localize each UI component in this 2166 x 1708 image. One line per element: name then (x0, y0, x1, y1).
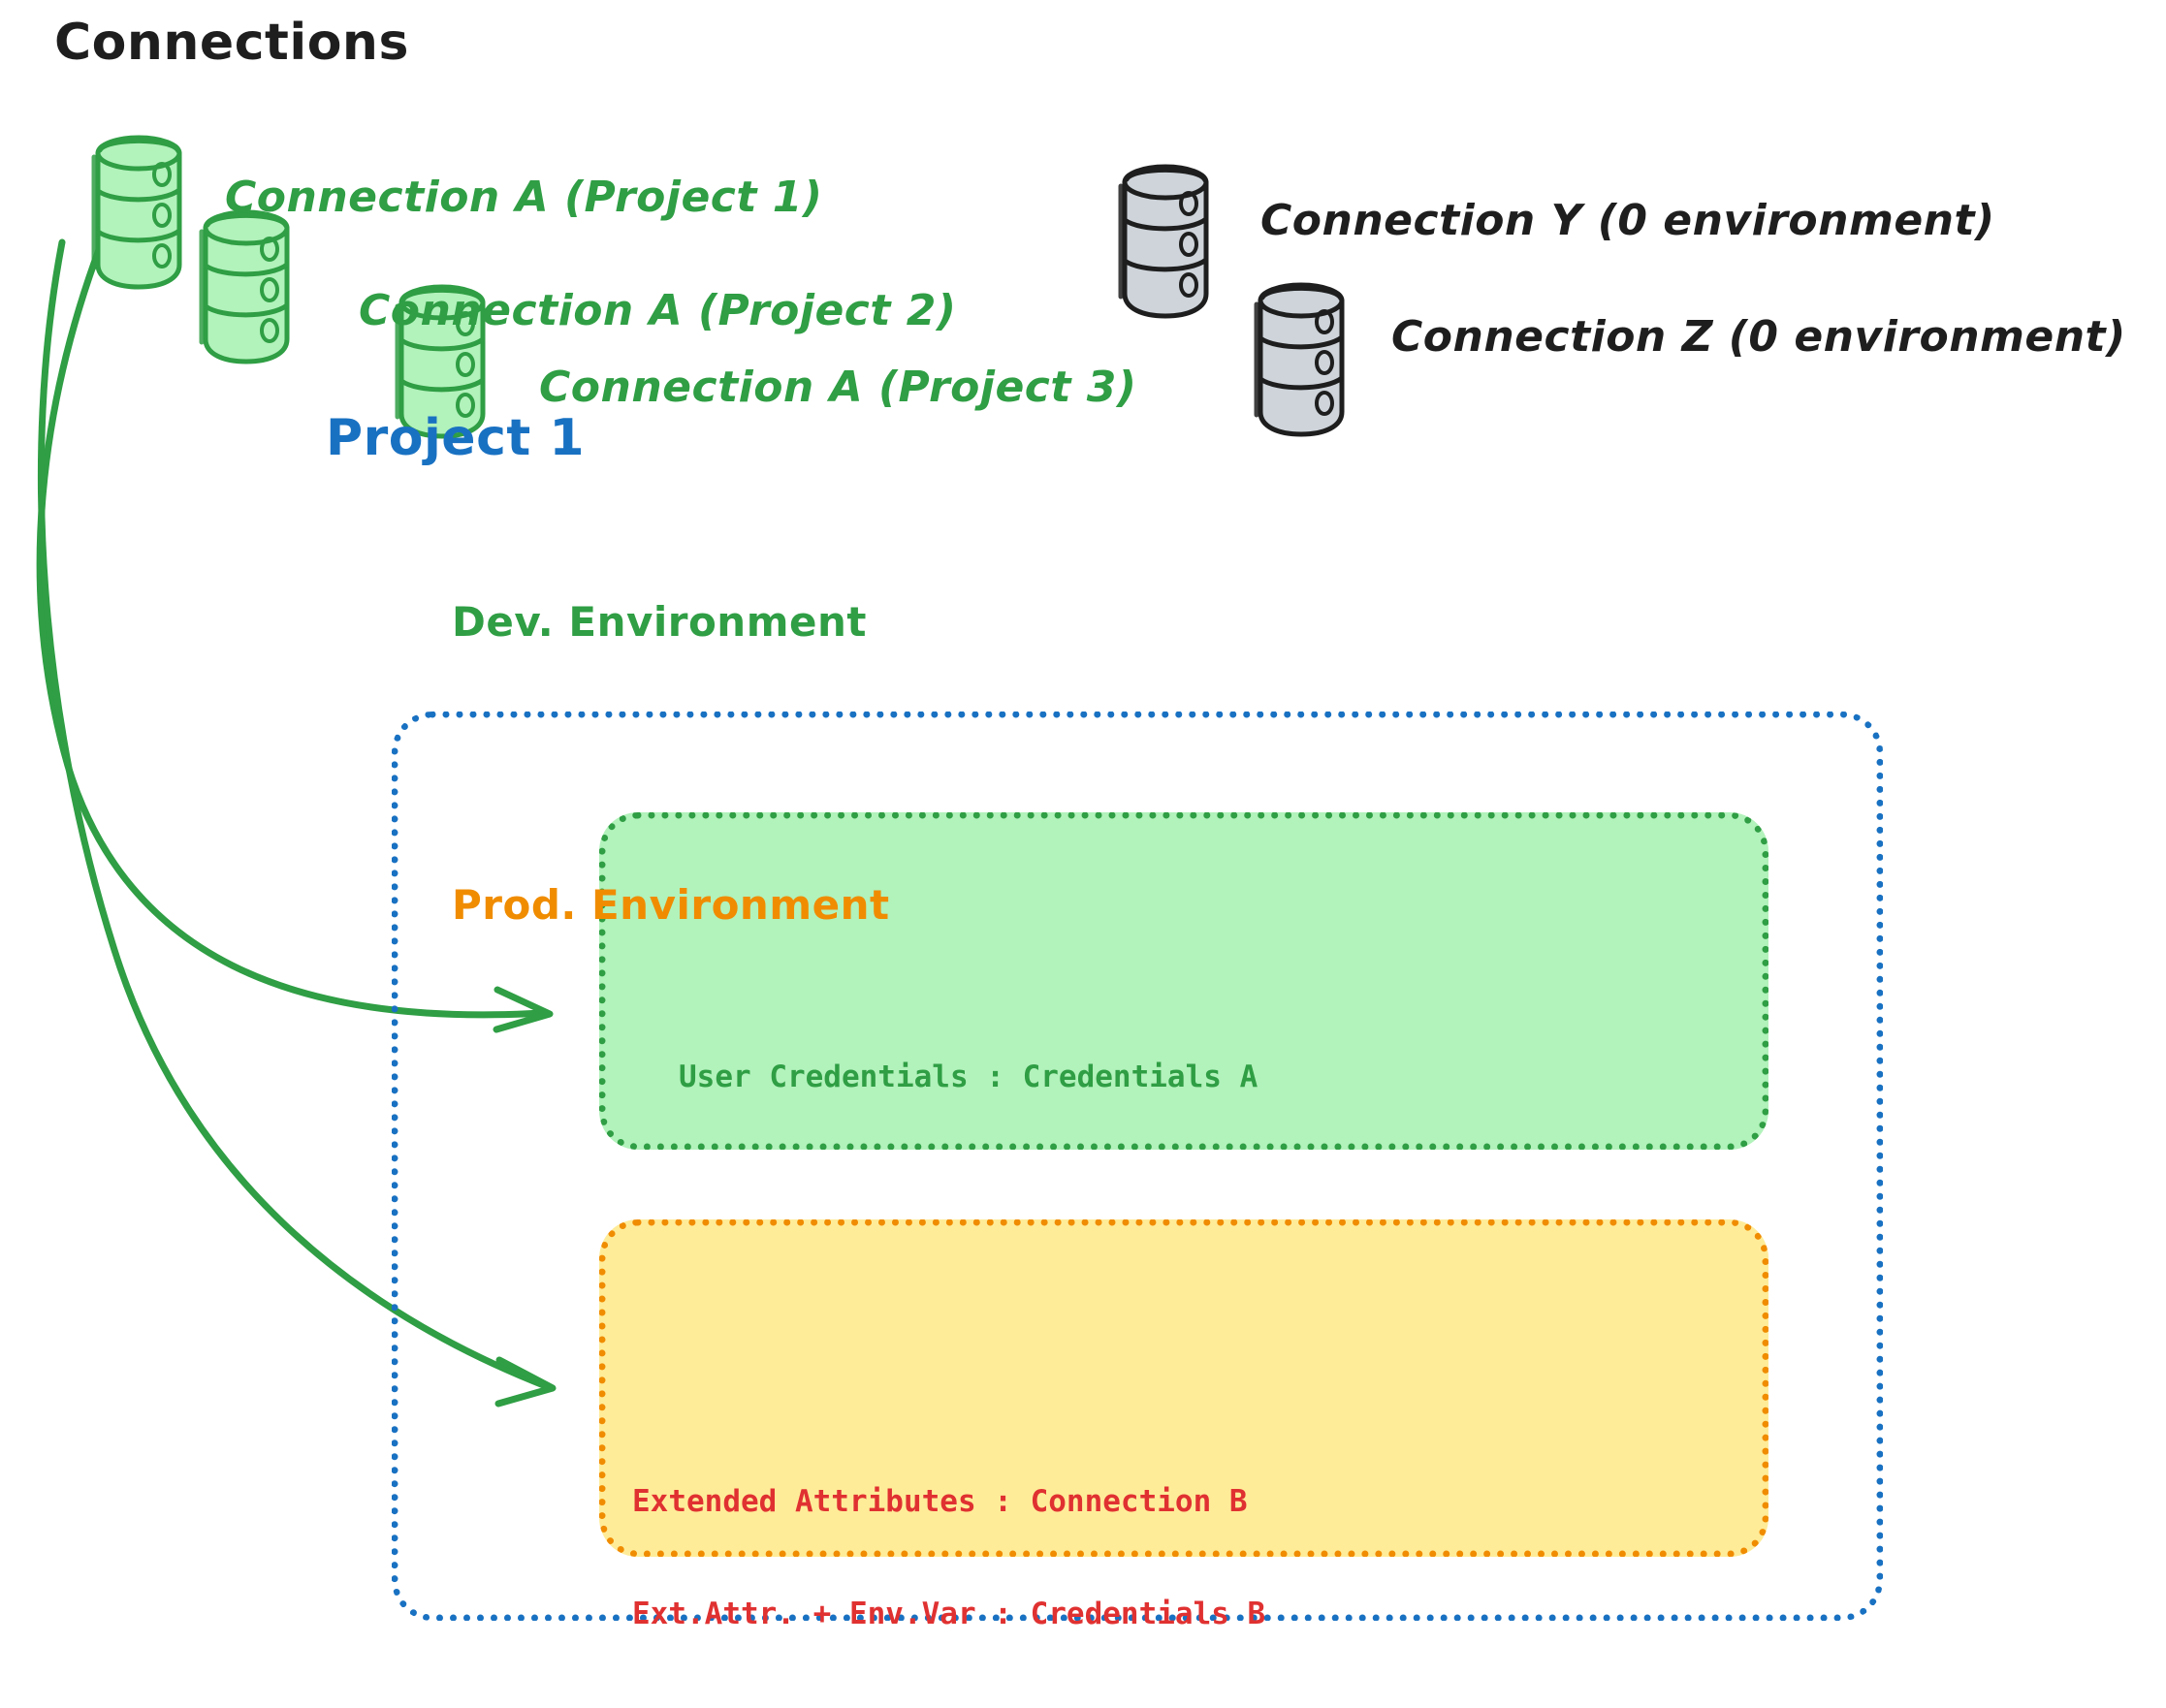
database-icon-connection-a-1 (91, 135, 182, 290)
project-title: Project 1 (326, 409, 586, 467)
connection-a-project-1-label: Connection A (Project 1) (225, 173, 823, 222)
prod-environment-line-2: Ext.Attr. + Env.Var : Credentials B (632, 1596, 1266, 1631)
prod-environment-line-1: Extended Attributes : Connection B (632, 1483, 1248, 1519)
dev-environment-credentials-line: User Credentials : Credentials A (679, 1060, 1258, 1094)
connection-z-label: Connection Z (0 environment) (1391, 312, 2126, 362)
page-title: Connections (54, 14, 409, 72)
prod-environment-title: Prod. Environment (452, 881, 890, 929)
database-icon-connection-z (1254, 282, 1345, 437)
project-container-box (392, 712, 1883, 1621)
dev-environment-title: Dev. Environment (452, 598, 867, 646)
prod-environment-lines: Extended Attributes : Connection B Ext.A… (632, 1408, 1265, 1708)
connection-y-label: Connection Y (0 environment) (1260, 196, 1995, 245)
dev-environment-box (599, 812, 1768, 1150)
connection-a-project-3-label: Connection A (Project 3) (539, 363, 1137, 412)
database-icon-connection-y (1118, 164, 1209, 319)
database-icon-connection-a-2 (199, 209, 290, 364)
connection-a-project-2-label: Connection A (Project 2) (359, 286, 957, 335)
diagram-canvas: Connections Connection A (Project 1) Con… (36, 14, 2126, 1631)
prod-environment-box (599, 1219, 1768, 1557)
